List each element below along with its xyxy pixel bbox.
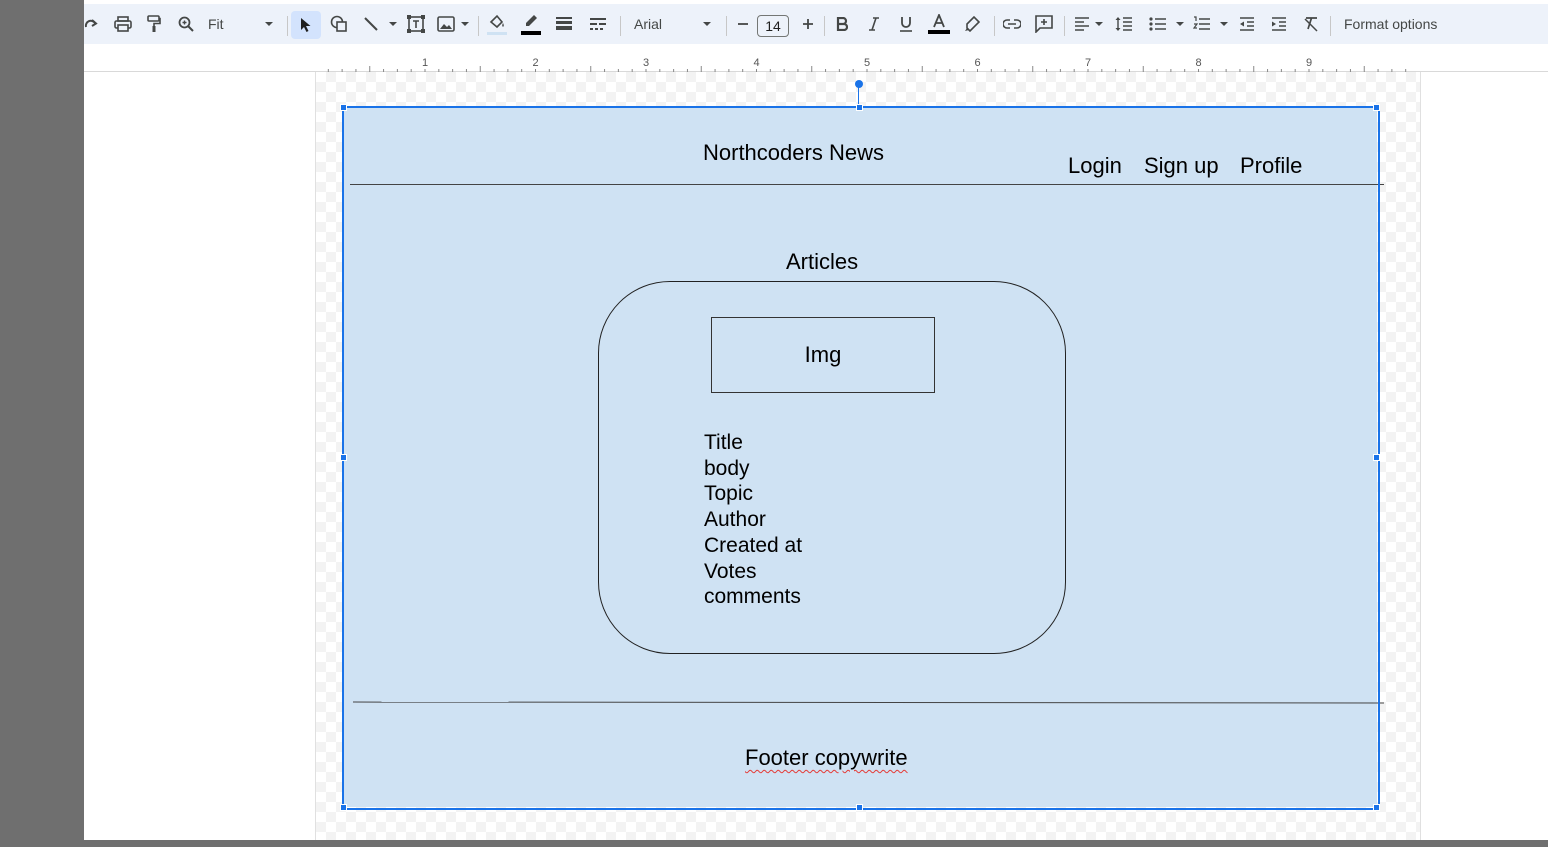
link-icon[interactable] (1002, 13, 1022, 35)
clear-formatting-icon[interactable] (1302, 13, 1320, 35)
border-dash-icon[interactable] (588, 13, 608, 35)
resize-handle-right[interactable] (1373, 454, 1380, 461)
zoom-dropdown-chevron-icon[interactable] (264, 13, 274, 35)
resize-handle-top-right[interactable] (1373, 104, 1380, 111)
fill-color-icon[interactable] (486, 11, 508, 37)
toolbar-separator (726, 16, 727, 36)
add-comment-icon[interactable] (1034, 13, 1054, 35)
ruler-number: 1 (422, 57, 428, 69)
decrease-indent-icon[interactable] (1238, 13, 1256, 35)
article-field: Topic (704, 482, 754, 506)
image-dropdown-chevron-icon[interactable] (460, 13, 470, 35)
header-divider-line[interactable] (350, 184, 1384, 185)
decrease-font-size-icon[interactable] (736, 13, 750, 35)
toolbar-separator (287, 16, 288, 36)
resize-handle-top-left[interactable] (340, 104, 347, 111)
bulleted-list-chevron-icon[interactable] (1175, 13, 1185, 35)
resize-handle-bottom[interactable] (856, 804, 863, 811)
redo-icon[interactable] (84, 13, 98, 35)
align-left-icon[interactable] (1072, 13, 1092, 35)
align-dropdown-chevron-icon[interactable] (1094, 13, 1104, 35)
resize-handle-bottom-left[interactable] (340, 804, 347, 811)
fill-color-swatch (487, 31, 507, 35)
article-field: body (704, 456, 750, 480)
ruler-number: 6 (974, 57, 980, 69)
shape-tool-icon[interactable] (329, 13, 349, 35)
nav-login: Login (1068, 153, 1122, 178)
resize-handle-top[interactable] (856, 104, 863, 111)
image-icon[interactable] (436, 13, 456, 35)
text-color-swatch (928, 30, 950, 34)
ruler-number: 5 (864, 57, 870, 69)
format-options-button[interactable]: Format options (1344, 16, 1438, 32)
italic-icon[interactable] (866, 13, 882, 35)
highlight-pen-icon[interactable] (962, 13, 982, 35)
zoom-select-value[interactable]: Fit (208, 16, 224, 32)
font-size-input[interactable]: 14 (757, 15, 789, 37)
nav-profile: Profile (1240, 153, 1303, 178)
ruler-number: 9 (1306, 57, 1312, 69)
font-dropdown-chevron-icon[interactable] (702, 13, 712, 35)
article-field: Created at (704, 533, 803, 557)
border-color-pencil-icon[interactable] (520, 11, 542, 37)
image-placeholder-box[interactable]: Img (711, 317, 935, 393)
resize-handle-left[interactable] (340, 454, 347, 461)
toolbar-separator (1330, 16, 1331, 36)
toolbar-separator (1064, 16, 1065, 36)
print-icon[interactable] (112, 13, 134, 35)
underline-icon[interactable] (898, 13, 914, 35)
numbered-list-chevron-icon[interactable] (1219, 13, 1229, 35)
zoom-icon[interactable] (176, 13, 196, 35)
rotation-handle-stem (858, 85, 859, 107)
bold-icon[interactable] (834, 13, 850, 35)
article-field: Author (704, 508, 766, 532)
increase-font-size-icon[interactable] (801, 13, 815, 35)
toolbar-separator (824, 16, 825, 36)
rotation-handle[interactable] (855, 80, 863, 88)
wireframe-background-shape[interactable] (343, 107, 1377, 807)
toolbar-separator (994, 16, 995, 36)
ruler-number: 2 (532, 57, 538, 69)
ruler-number: 8 (1195, 57, 1201, 69)
line-spacing-icon[interactable] (1114, 13, 1134, 35)
article-field: Votes (704, 559, 757, 583)
site-title: Northcoders News (703, 140, 884, 165)
left-gutter (0, 0, 84, 847)
border-color-swatch (521, 31, 541, 35)
line-tool-icon[interactable] (362, 13, 380, 35)
numbered-list-icon[interactable] (1192, 13, 1212, 35)
increase-indent-icon[interactable] (1270, 13, 1288, 35)
toolbar: Fit (84, 4, 1548, 44)
nav-sign-up: Sign up (1144, 153, 1219, 178)
resize-handle-bottom-right[interactable] (1373, 804, 1380, 811)
border-weight-icon[interactable] (554, 13, 574, 35)
articles-heading: Articles (786, 249, 859, 274)
article-card-shape[interactable] (598, 281, 1066, 654)
ruler-number: 7 (1085, 57, 1091, 69)
horizontal-ruler: 1 2 3 4 5 6 7 8 9 (327, 57, 1407, 72)
ruler-number: 3 (643, 57, 649, 69)
article-field: Title (704, 431, 743, 454)
article-field-list: Title body Topic Author Created at Votes… (704, 430, 802, 610)
ruler-baseline (84, 71, 1548, 72)
select-tool-arrow-icon[interactable] (291, 11, 321, 39)
bottom-scroll-area (84, 840, 1548, 847)
line-dropdown-chevron-icon[interactable] (388, 13, 398, 35)
image-placeholder-label: Img (804, 342, 842, 367)
article-field: comments (704, 585, 801, 609)
bulleted-list-icon[interactable] (1148, 13, 1168, 35)
ruler-number: 4 (753, 57, 759, 69)
toolbar-separator (620, 16, 621, 36)
font-family-select[interactable]: Arial (634, 16, 663, 32)
paint-format-icon[interactable] (144, 13, 164, 35)
toolbar-separator (478, 16, 479, 36)
text-color-icon[interactable] (927, 11, 951, 37)
text-box-icon[interactable] (406, 13, 426, 35)
footer-text: Footer copywrite (745, 745, 908, 770)
